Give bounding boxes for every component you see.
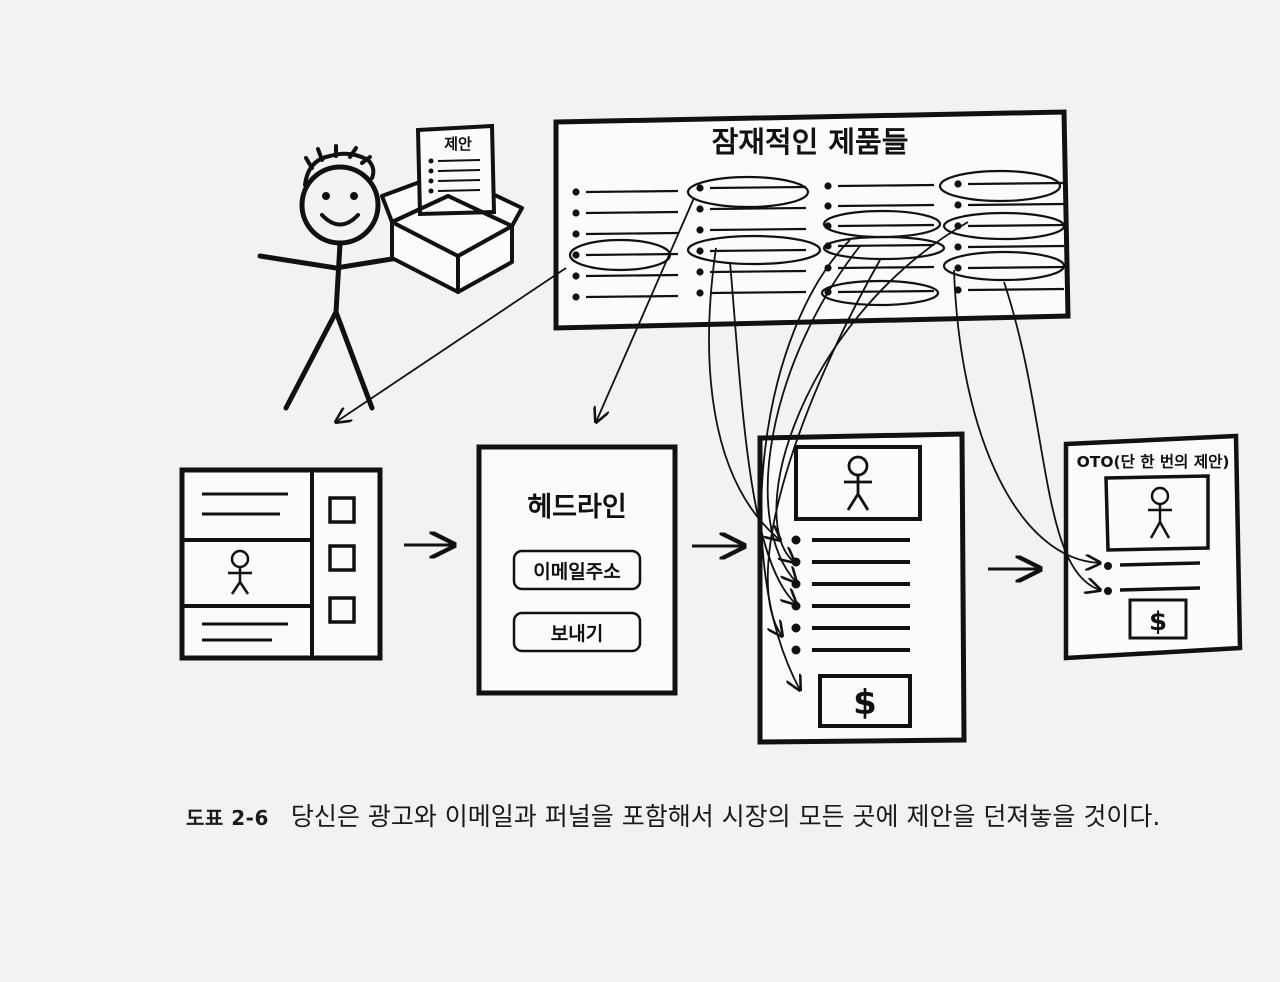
oto-page: OTO(단 한 번의 제안) $ [1063, 433, 1243, 661]
bullet-dot [791, 645, 801, 655]
bullet-line [967, 287, 1065, 292]
bullet-dot [791, 623, 801, 633]
bullet-dot [572, 272, 580, 280]
bullet-dot [954, 286, 962, 294]
bullet-line [837, 223, 935, 228]
caption-text: 당신은 광고와 이메일과 퍼널을 포함해서 시장의 모든 곳에 제안을 던져놓을… [290, 802, 1161, 831]
bullet-line [837, 183, 935, 188]
bullet-line [967, 223, 1065, 228]
bullet-dot [824, 202, 832, 210]
bullet-dot [572, 230, 580, 238]
bullet-line [585, 189, 679, 194]
offer-sheet-title: 제안 [444, 135, 472, 153]
person-icon [228, 549, 252, 595]
bullet-dot [572, 251, 580, 259]
bullet-line [709, 206, 807, 211]
bullet-dot [954, 201, 962, 209]
oto-price-icon: $ [1149, 607, 1167, 637]
highlight-oval [942, 211, 1066, 241]
bullet-line [585, 252, 679, 257]
bullet-line [709, 248, 807, 253]
highlight-oval [942, 250, 1066, 282]
bullet-dot [696, 247, 704, 255]
bullet-dot [824, 182, 832, 190]
bullet-dot [954, 180, 962, 188]
bullet-line [967, 181, 1065, 186]
send-button[interactable] [512, 611, 642, 653]
bullet-dot [572, 293, 580, 301]
bullet-line [709, 269, 807, 274]
bullet-line [709, 290, 807, 295]
bullet-line [837, 289, 935, 294]
bullet-line [967, 244, 1065, 249]
person-icon [1148, 486, 1172, 539]
bullet-line [967, 265, 1065, 270]
connector-arrows [336, 197, 1100, 690]
bullet-line [709, 227, 807, 232]
bullet-line [585, 210, 679, 215]
bullet-dot [696, 289, 704, 297]
bullet-line [837, 203, 935, 208]
bullet-dot [696, 226, 704, 234]
products-panel-title: 잠재적인 제품들 [712, 125, 909, 159]
stick-figure-icon [257, 144, 401, 411]
squeeze-headline: 헤드라인 [527, 492, 626, 523]
ad-page [179, 467, 383, 661]
highlight-oval [820, 279, 940, 307]
bullet-dot [696, 205, 704, 213]
bullet-dot [572, 188, 580, 196]
sales-price-icon: $ [853, 683, 877, 723]
send-button-label: 보내기 [551, 623, 603, 645]
figure-caption: 도표 2-6 당신은 광고와 이메일과 퍼널을 포함해서 시장의 모든 곳에 제안… [186, 792, 1266, 843]
oto-title: OTO(단 한 번의 제안) [1077, 452, 1230, 471]
person-icon [844, 455, 872, 511]
bullet-dot [696, 184, 704, 192]
bullet-line [837, 265, 935, 270]
bullet-dot [696, 268, 704, 276]
bullet-dot [791, 535, 801, 545]
bullet-line [585, 294, 679, 299]
highlight-oval [822, 235, 946, 261]
caption-label: 도표 2-6 [186, 806, 269, 830]
bullet-line [837, 243, 935, 248]
highlight-oval [938, 169, 1062, 203]
bullet-dot [954, 264, 962, 272]
bullet-dot [954, 243, 962, 251]
email-field[interactable] [512, 549, 642, 591]
email-field-label: 이메일주소 [533, 561, 620, 583]
bullet-line [585, 273, 679, 278]
offer-document-icon: 제안 [391, 123, 513, 228]
products-panel: 잠재적인 제품들 [553, 109, 1071, 331]
bullet-dot [572, 209, 580, 217]
bullet-line [967, 202, 1065, 207]
highlight-oval [686, 175, 810, 209]
bullet-line [585, 231, 679, 236]
squeeze-page: 헤드라인 이메일주소 보내기 [476, 444, 678, 696]
sales-page: $ [757, 431, 967, 745]
bullet-line [709, 185, 807, 190]
highlight-oval [686, 234, 822, 266]
product-list [572, 180, 1065, 301]
